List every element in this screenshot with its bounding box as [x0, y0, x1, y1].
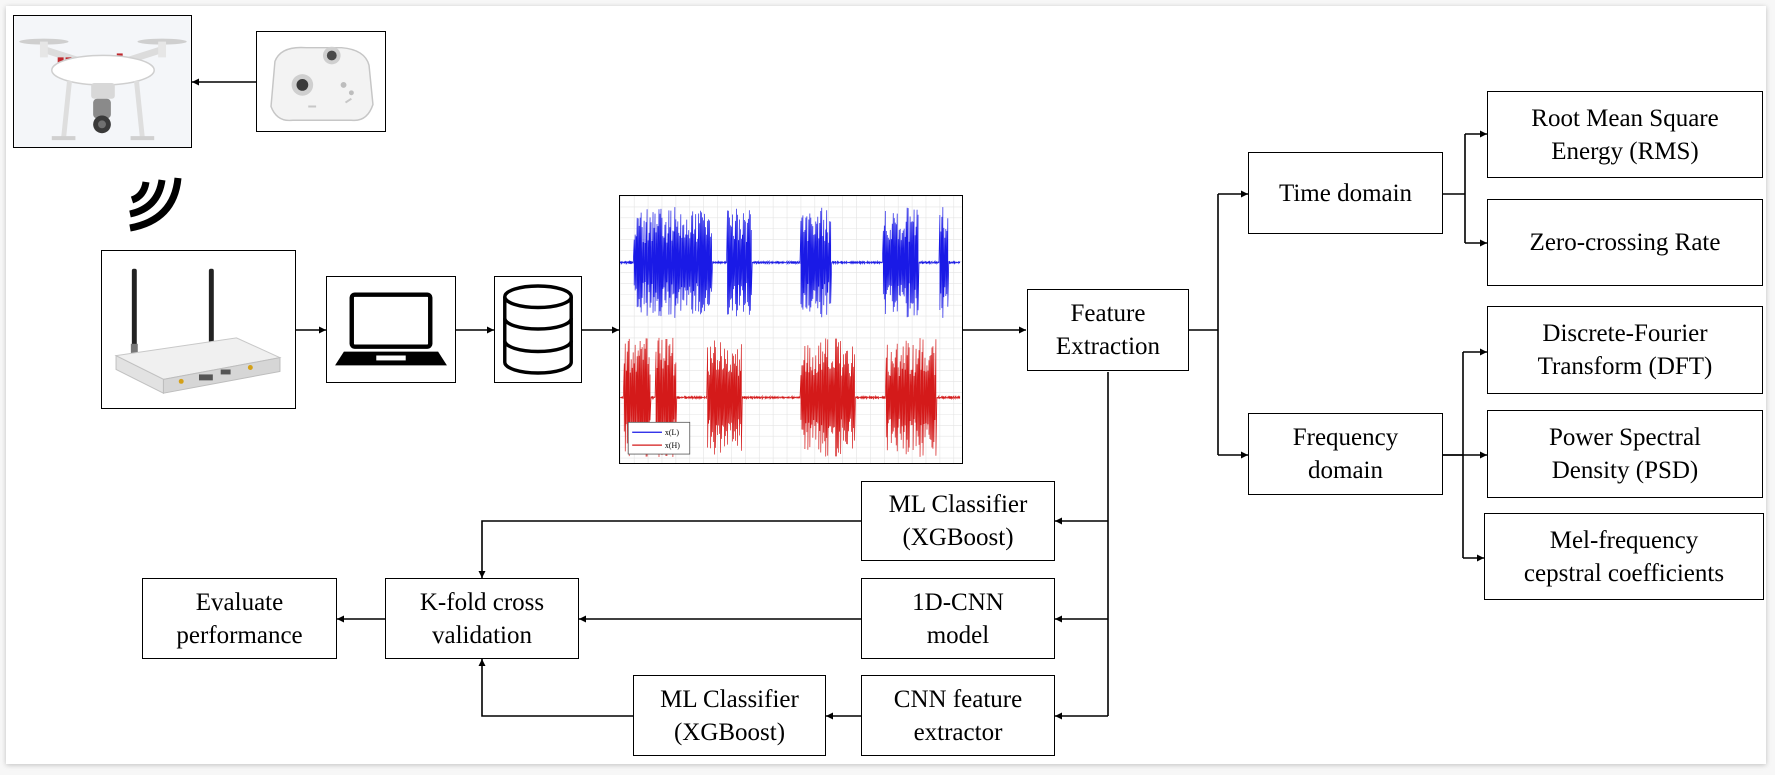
drone-image — [13, 15, 192, 148]
trace-low-band — [620, 207, 961, 318]
database-icon — [494, 276, 582, 383]
cnn-feature-extractor-block: CNN feature extractor — [861, 675, 1055, 756]
rf-signal-plot: x(L) x(H) — [619, 195, 963, 464]
legend-label-high: x(H) — [665, 441, 680, 450]
connector-time-bus — [1443, 134, 1466, 243]
arrow-ml-top-to-kfold — [478, 520, 861, 578]
arrow-ml-bottom-to-kfold — [478, 659, 633, 717]
kfold-block: K-fold cross validation — [385, 578, 579, 659]
trace-high-band — [620, 337, 961, 458]
ml-classifier-bottom-block: ML Classifier (XGBoost) — [633, 675, 826, 756]
wireless-signal-icon — [122, 174, 188, 234]
laptop-icon — [326, 276, 456, 383]
rms-block: Root Mean Square Energy (RMS) — [1487, 91, 1763, 178]
legend-label-low: x(L) — [665, 428, 679, 437]
feature-extraction-block: Feature Extraction — [1027, 289, 1189, 371]
psd-block: Power Spectral Density (PSD) — [1487, 410, 1763, 498]
dft-block: Discrete-Fourier Transform (DFT) — [1487, 306, 1763, 394]
mfcc-block: Mel-frequency cepstral coefficients — [1484, 513, 1764, 600]
evaluate-block: Evaluate performance — [142, 578, 337, 659]
ml-classifier-top-block: ML Classifier (XGBoost) — [861, 481, 1055, 561]
time-domain-block: Time domain — [1248, 152, 1443, 234]
sdr-receiver-image — [101, 250, 296, 409]
remote-controller-image — [256, 31, 386, 132]
zcr-block: Zero-crossing Rate — [1487, 199, 1763, 286]
cnn-1d-block: 1D-CNN model — [861, 578, 1055, 659]
frequency-domain-block: Frequency domain — [1248, 413, 1443, 495]
plot-legend: x(L) x(H) — [627, 421, 691, 455]
